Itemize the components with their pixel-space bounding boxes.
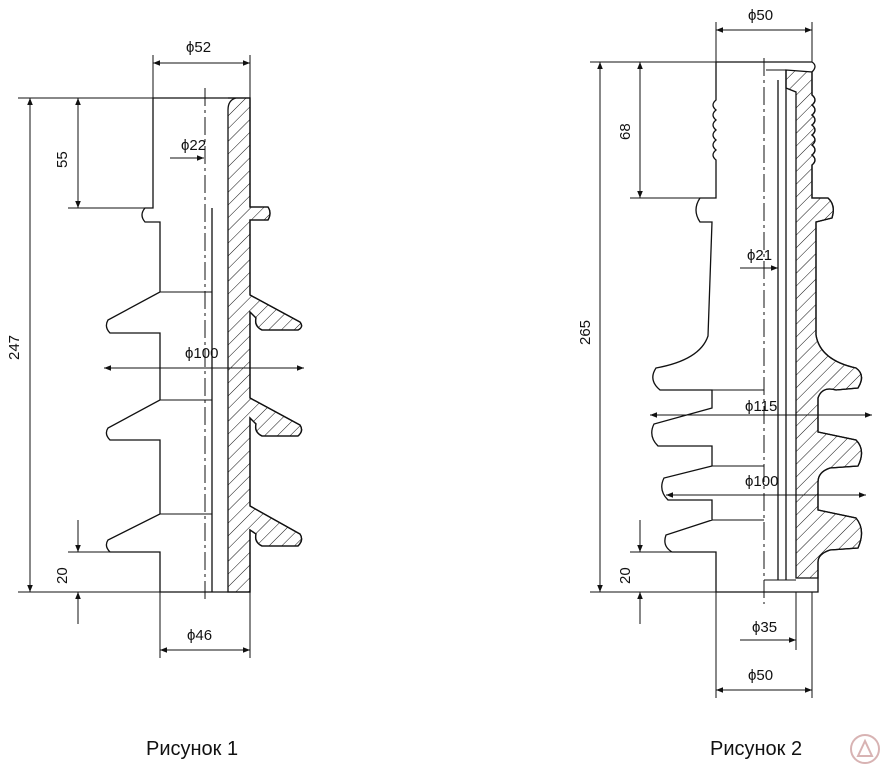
insulator-2-section [785,69,863,579]
figure-1 [105,88,303,600]
figure-1-caption: Рисунок 1 [146,738,238,760]
fig2-dim-top-diameter: ϕ50 [748,7,773,24]
fig1-dim-shed-diameter: ϕ100 [185,345,218,362]
fig2-dim-small-shed-diameter: ϕ100 [745,473,778,490]
fig2-dim-large-shed-diameter: ϕ115 [745,398,777,415]
fig2-dim-bottom-diameter: ϕ50 [748,667,773,684]
fig1-dim-bore-diameter: ϕ22 [181,137,206,154]
figure-2-caption: Рисунок 2 [710,738,802,760]
fig1-dim-top-diameter: ϕ52 [186,39,211,56]
fig1-dim-bottom-height: 20 [54,567,71,584]
fig1-dim-bottom-diameter: ϕ46 [187,627,212,644]
watermark-logo-icon [850,734,880,764]
fig2-dim-bore-diameter: ϕ21 [747,247,772,264]
fig1-dim-total-height: 247 [6,335,23,360]
fig2-dim-total-height: 265 [577,320,594,345]
fig2-dim-inner-diameter: ϕ35 [752,619,777,636]
figure-2 [651,58,863,604]
insulator-1-section [227,97,303,593]
fig2-dim-bottom-height: 20 [617,567,634,584]
fig2-dim-thread-height: 68 [617,123,634,140]
fig1-dim-top-height: 55 [54,151,71,168]
